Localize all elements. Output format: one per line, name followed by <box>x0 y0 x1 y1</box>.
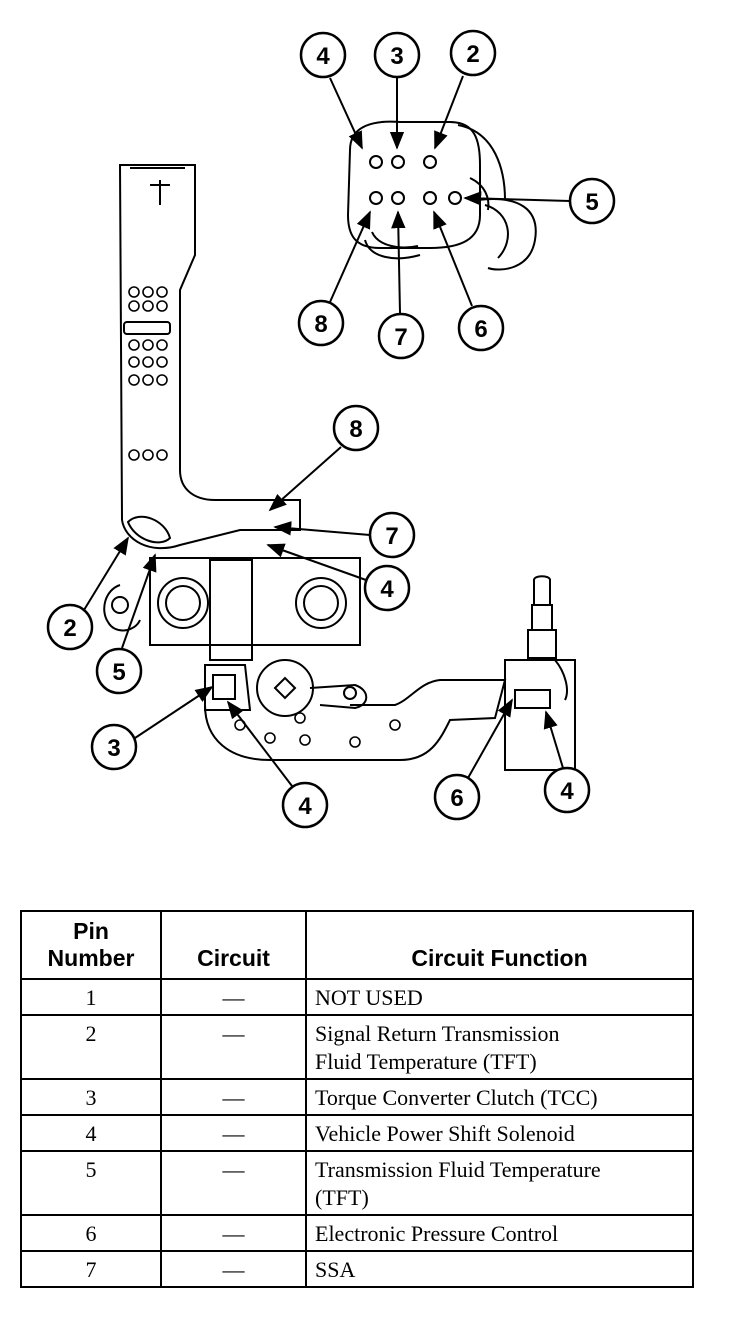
function-cell: Electronic Pressure Control <box>305 1214 694 1252</box>
pin-cell: 5 <box>20 1150 162 1216</box>
pin-cell: 3 <box>20 1078 162 1116</box>
connector-drawing <box>346 120 537 271</box>
callout-label: 3 <box>107 735 120 762</box>
callout-connector-6: 6 <box>433 210 505 352</box>
wiring-diagram: 4 3 2 5 8 7 6 <box>46 29 616 829</box>
callout-label: 5 <box>585 189 598 216</box>
table-row: 2 — Signal Return Transmission Fluid Tem… <box>20 1014 694 1080</box>
callout-connector-4: 4 <box>299 31 363 150</box>
callout-harness-4b: 4 <box>226 700 329 829</box>
table-row: 3 — Torque Converter Clutch (TCC) <box>20 1078 694 1116</box>
header-circuit-function: Circuit Function <box>305 910 694 980</box>
circuit-cell: — <box>160 1250 307 1288</box>
callout-harness-8: 8 <box>268 404 380 512</box>
callout-connector-5: 5 <box>463 177 616 225</box>
callout-harness-5: 5 <box>95 553 157 695</box>
callout-label: 2 <box>63 615 76 642</box>
pin-function-table: Pin Number Circuit Circuit Function 1 — … <box>20 910 694 1288</box>
callout-harness-3: 3 <box>90 686 214 771</box>
callout-label: 8 <box>349 416 362 443</box>
pin-cell: 1 <box>20 978 162 1016</box>
callout-harness-2: 2 <box>46 536 129 651</box>
callout-harness-6: 6 <box>433 698 513 821</box>
circuit-cell: — <box>160 1114 307 1152</box>
callout-harness-4c: 4 <box>543 710 591 814</box>
callout-harness-4a: 4 <box>266 543 411 612</box>
function-cell: Torque Converter Clutch (TCC) <box>305 1078 694 1116</box>
callout-connector-3: 3 <box>373 31 421 150</box>
pin-cell: 7 <box>20 1250 162 1288</box>
callout-harness-7: 7 <box>273 511 416 559</box>
pin-cell: 6 <box>20 1214 162 1252</box>
callout-label: 7 <box>394 324 407 351</box>
pin-cell: 4 <box>20 1114 162 1152</box>
circuit-cell: — <box>160 1214 307 1252</box>
function-cell: SSA <box>305 1250 694 1288</box>
harness-drawing <box>103 164 576 771</box>
table-row: 1 — NOT USED <box>20 978 694 1016</box>
function-cell: Vehicle Power Shift Solenoid <box>305 1114 694 1152</box>
circuit-cell: — <box>160 1078 307 1116</box>
callout-label: 6 <box>450 785 463 812</box>
callout-label: 7 <box>385 523 398 550</box>
callout-label: 6 <box>474 316 487 343</box>
callout-label: 4 <box>316 43 330 70</box>
callout-connector-8: 8 <box>297 210 371 347</box>
callout-label: 5 <box>112 659 125 686</box>
callout-label: 4 <box>560 778 574 805</box>
callout-label: 3 <box>390 43 403 70</box>
function-cell: Transmission Fluid Temperature (TFT) <box>305 1150 694 1216</box>
harness-holes <box>128 286 401 748</box>
table-row: 7 — SSA <box>20 1250 694 1288</box>
callout-label: 4 <box>298 793 312 820</box>
table-row: 6 — Electronic Pressure Control <box>20 1214 694 1252</box>
function-cell: Signal Return Transmission Fluid Tempera… <box>305 1014 694 1080</box>
table-row: 5 — Transmission Fluid Temperature (TFT) <box>20 1150 694 1216</box>
table-header-row: Pin Number Circuit Circuit Function <box>20 910 694 980</box>
callouts: 4 3 2 5 8 7 6 <box>46 29 616 829</box>
callout-connector-2: 2 <box>434 29 497 150</box>
header-pin-number: Pin Number <box>20 910 162 980</box>
header-circuit: Circuit <box>160 910 307 980</box>
callout-label: 8 <box>314 311 327 338</box>
circuit-cell: — <box>160 1014 307 1080</box>
table-row: 4 — Vehicle Power Shift Solenoid <box>20 1114 694 1152</box>
function-cell: NOT USED <box>305 978 694 1016</box>
pin-cell: 2 <box>20 1014 162 1080</box>
callout-connector-7: 7 <box>377 210 425 360</box>
callout-label: 4 <box>380 576 394 603</box>
callout-label: 2 <box>466 41 479 68</box>
circuit-cell: — <box>160 1150 307 1216</box>
circuit-cell: — <box>160 978 307 1016</box>
